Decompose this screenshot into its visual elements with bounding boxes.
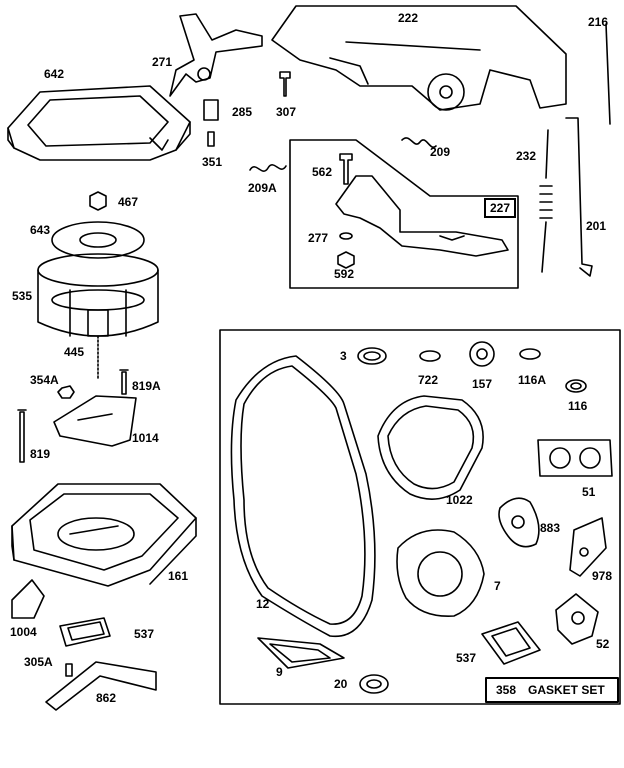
label-232: 232 [516,149,537,163]
nut-354a [57,385,75,399]
pre-cleaner-535 [37,253,159,337]
gasket-set-number: 358 [496,683,517,697]
label-722: 722 [418,373,439,387]
label-116: 116 [568,399,588,413]
label-216: 216 [588,15,609,29]
gasket-537-left [59,617,111,647]
label-201: 201 [586,219,607,233]
gasket-9 [257,637,345,669]
label-116a: 116A [518,373,547,387]
label-12: 12 [256,597,270,611]
label-161: 161 [168,569,189,583]
label-271: 271 [152,55,173,69]
washer-722 [419,350,441,362]
oil-seal-20 [359,674,389,694]
part-1004 [11,579,45,619]
gasket-978 [569,517,607,577]
label-642: 642 [44,67,65,81]
intake-gasket-51 [537,439,613,477]
label-3: 3 [340,349,347,363]
bracket-227 [335,175,509,257]
valve-cover-gasket-1022 [377,395,484,500]
label-52: 52 [596,637,610,651]
washer-116 [565,379,587,393]
label-157: 157 [472,377,493,391]
spring-232 [539,129,553,273]
gasket-set-box [485,677,619,703]
screw-351 [207,131,215,147]
label-883: 883 [540,521,561,535]
air-cleaner-cover-642 [7,85,191,161]
label-467: 467 [118,195,139,209]
bushing-285 [203,99,219,121]
washer-277 [339,232,353,240]
label-227: 227 [484,198,517,218]
label-445: 445 [64,345,85,359]
label-209a: 209A [248,181,277,195]
clip-467 [89,191,107,211]
seal-3 [357,347,387,365]
label-1022: 1022 [446,493,473,507]
rod-216 [605,23,611,125]
assembly-227-box [289,139,519,289]
screw-819a [119,369,129,395]
label-285: 285 [232,105,253,119]
label-351: 351 [202,155,223,169]
bolt-305a [65,663,73,677]
nut-592 [337,251,355,269]
label-305a: 305A [24,655,53,669]
crankcase-gasket-12 [230,355,376,638]
screw-819 [17,409,27,463]
label-592: 592 [334,267,355,281]
label-354a: 354A [30,373,59,387]
head-gasket-7 [396,529,485,617]
gasket-set-title: GASKET SET [528,683,605,697]
label-537-left: 537 [134,627,155,641]
label-277: 277 [308,231,329,245]
gasket-883 [498,497,540,548]
washer-116a [519,348,541,360]
screw-307 [279,71,291,97]
label-20: 20 [334,677,348,691]
air-cleaner-base-161 [11,483,197,587]
label-862: 862 [96,691,117,705]
label-209: 209 [430,145,451,159]
label-307: 307 [276,105,297,119]
gasket-set-frame [219,329,621,705]
bushing-157 [469,341,495,367]
spring-209a [249,164,287,172]
label-535: 535 [12,289,33,303]
label-7: 7 [494,579,501,593]
control-bracket-222 [271,5,567,111]
label-643: 643 [30,223,51,237]
link-rod-201 [565,117,593,277]
label-562: 562 [312,165,333,179]
filter-643 [51,221,145,259]
gasket-52 [555,593,599,645]
bolt-562 [339,153,353,185]
bracket-862 [45,661,157,711]
label-51: 51 [582,485,596,499]
label-537-right: 537 [456,651,477,665]
gasket-537-right [481,621,541,665]
label-819: 819 [30,447,51,461]
label-978: 978 [592,569,613,583]
lever-271 [169,13,263,97]
label-1004: 1004 [10,625,37,639]
label-9: 9 [276,665,283,679]
label-1014: 1014 [132,431,159,445]
label-819a: 819A [132,379,161,393]
spring-209 [401,137,437,149]
plate-1014 [53,395,137,447]
label-222: 222 [398,11,419,25]
